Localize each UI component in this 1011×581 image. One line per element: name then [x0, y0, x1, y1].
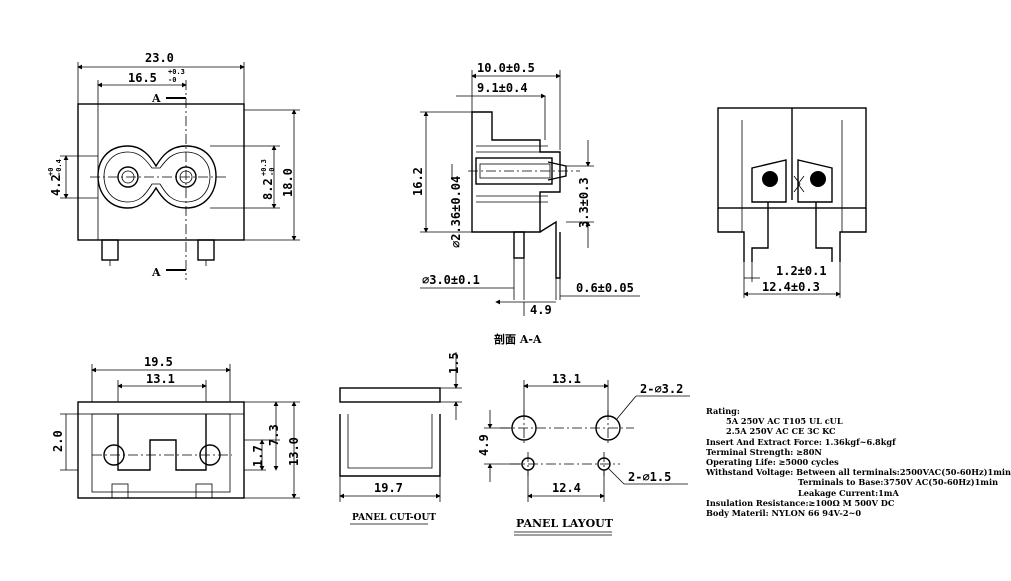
dim-side-pitch: 1.2±0.1 — [776, 264, 827, 278]
dim-layout-height: 4.9 — [477, 434, 491, 456]
section-view: 10.0±0.5 9.1±0.4 16.2 ∅2.36±0.04 3.3±0.3… — [411, 61, 640, 346]
dim-bottom-1: 1.7 — [251, 445, 265, 467]
dim-bottom-inner: 13.1 — [146, 372, 175, 386]
dim-section-top-1: 10.0±0.5 — [477, 61, 535, 75]
dim-bottom-3: 13.0 — [287, 437, 301, 466]
spec-terminal-strength: Terminal Strength: ≥80N — [706, 446, 822, 457]
dim-front-left-tol-lower: -0.4 — [55, 159, 63, 176]
section-mark-top: A — [151, 92, 161, 105]
section-mark-bottom: A — [151, 266, 161, 279]
cutout-outline — [339, 414, 441, 477]
spec-withstand-3: Leakage Current:1mA — [798, 487, 899, 498]
side-terminal-right — [797, 159, 833, 203]
dim-cutout-width: 19.7 — [374, 481, 403, 495]
dim-section-pin-thick: 0.6±0.05 — [576, 281, 634, 295]
side-view: 1.2±0.1 12.4±0.3 — [717, 107, 867, 298]
bottom-view: 19.5 13.1 2.0 1.7 7.3 13.0 — [51, 355, 301, 499]
dim-section-pin: ∅2.36±0.04 — [449, 176, 463, 248]
dim-front-right-tol-lower: -0 — [268, 168, 276, 176]
dim-side-width: 12.4±0.3 — [762, 280, 820, 294]
spec-block: Rating: 5A 250V AC T105 UL cUL 2.5A 250V… — [706, 406, 1011, 519]
front-body-outline — [77, 103, 245, 241]
rivet-left-icon — [762, 171, 778, 187]
dim-front-left-tol-upper: +0 — [47, 168, 55, 176]
dim-front-right-tol-upper: +0.3 — [260, 159, 268, 176]
spec-operating-life: Operating Life: ≥5000 cycles — [706, 457, 839, 468]
spec-body-material: Body Materil: NYLON 66 94V-2~0 — [706, 508, 862, 519]
dim-front-width: 23.0 — [145, 51, 174, 65]
panel-cutout: 1.5 19.7 PANEL CUT-OUT — [339, 352, 462, 525]
panel-plate — [339, 387, 441, 403]
dim-front-right: 8.2 — [261, 178, 275, 200]
dim-front-inner-tol-lower: -0 — [168, 76, 176, 84]
dim-section-top-2: 9.1±0.4 — [477, 81, 528, 95]
spec-rating-2: 2.5A 250V AC CE 3C KC — [726, 426, 836, 437]
layout-caption: PANEL LAYOUT — [516, 517, 614, 530]
dim-front-inner-tol-upper: +0.3 — [168, 68, 185, 76]
dim-cutout-thick: 1.5 — [447, 352, 461, 374]
cutout-caption: PANEL CUT-OUT — [352, 513, 436, 523]
dim-front-inner: 16.5 — [128, 71, 157, 85]
dim-front-height: 18.0 — [281, 168, 295, 197]
section-body — [471, 111, 561, 233]
dim-section-pin-right: 3.3±0.3 — [577, 177, 591, 228]
dim-layout-hole-small: 2-∅1.5 — [628, 470, 671, 484]
spec-withstand-1: Withstand Voltage: Between all terminals… — [706, 467, 1011, 478]
spec-withstand-2: Terminals to Base:3750V AC(50-60Hz)1min — [798, 477, 999, 488]
dim-section-height: 16.2 — [411, 167, 425, 196]
section-caption: 剖面 A-A — [494, 332, 542, 346]
dim-section-bottom: 4.9 — [530, 303, 552, 317]
side-terminal-left — [751, 159, 787, 203]
panel-layout: 13.1 2-∅3.2 4.9 2-∅1.5 12.4 PANEL LAYOUT — [477, 372, 690, 536]
dim-layout-top: 13.1 — [552, 372, 581, 386]
dim-bottom-2: 7.3 — [267, 424, 281, 446]
dim-bottom-left: 2.0 — [51, 430, 65, 452]
dim-bottom-width: 19.5 — [144, 355, 173, 369]
spec-insulation: Insulation Resistance:≥100Ω M 500V DC — [706, 497, 895, 508]
dim-front-left: 4.2 — [49, 174, 63, 196]
spec-insert-force: Insert And Extract Force: 1.36kgf~6.8kgf — [706, 436, 896, 447]
front-view: A A 23.0 16.5 +0.3 -0 4.2 +0 -0.4 8.2 +0… — [47, 51, 300, 280]
dim-section-pin-dia: ∅3.0±0.1 — [422, 273, 480, 287]
dim-layout-hole-large: 2-∅3.2 — [640, 382, 683, 396]
rivet-right-icon — [810, 171, 826, 187]
dim-layout-bottom: 12.4 — [552, 481, 581, 495]
spec-rating-label: Rating: — [706, 406, 740, 416]
spec-rating-1: 5A 250V AC T105 UL cUL — [726, 416, 843, 427]
